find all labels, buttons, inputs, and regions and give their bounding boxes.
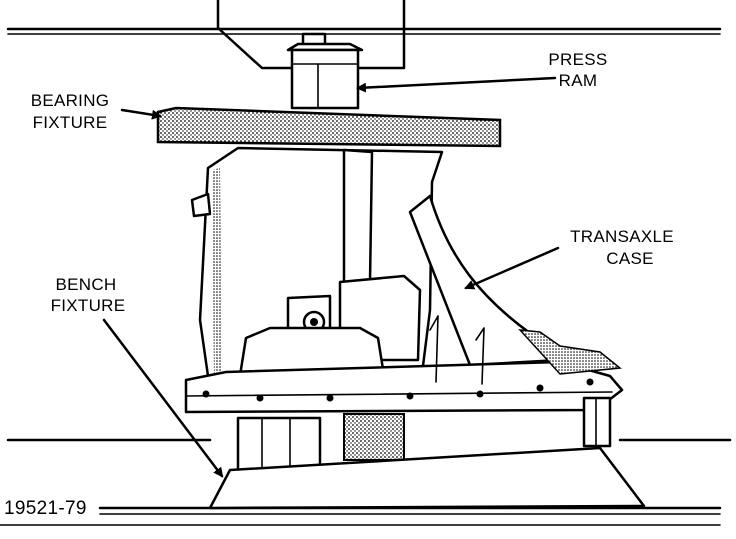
transaxle-case-body	[184, 146, 624, 414]
transaxle-case-arrow	[464, 246, 560, 290]
label-press-ram: PRESS RAM	[548, 50, 607, 90]
press-ram-label-line1: PRESS	[548, 50, 607, 69]
bench-fixture-arrow	[102, 318, 224, 478]
bearing-fixture-label-line2: FIXTURE	[33, 113, 108, 132]
bearing-fixture-plate	[156, 106, 502, 148]
label-bench-fixture: BENCH FIXTURE	[51, 275, 126, 315]
lower-supports	[236, 396, 612, 476]
leader-arrows	[102, 76, 560, 478]
bench-fixture-plate	[208, 446, 646, 510]
transaxle-case-label-line2: CASE	[606, 249, 654, 268]
press-head	[216, 0, 406, 70]
bearing-fixture-arrow	[120, 108, 162, 120]
transaxle-case-label-line1: TRANSAXLE	[570, 227, 674, 246]
label-transaxle-case: TRANSAXLE CASE	[570, 227, 674, 268]
figure-number: 19521-79	[4, 498, 87, 519]
press-ram	[286, 32, 364, 110]
bench-fixture-label-line2: FIXTURE	[51, 296, 126, 315]
press-ram-label-line2: RAM	[559, 71, 598, 90]
bench-fixture-label-line1: BENCH	[55, 275, 116, 294]
label-bearing-fixture: BEARING FIXTURE	[31, 91, 110, 132]
press-ram-arrow	[356, 76, 557, 93]
bearing-fixture-label-line1: BEARING	[31, 91, 110, 110]
